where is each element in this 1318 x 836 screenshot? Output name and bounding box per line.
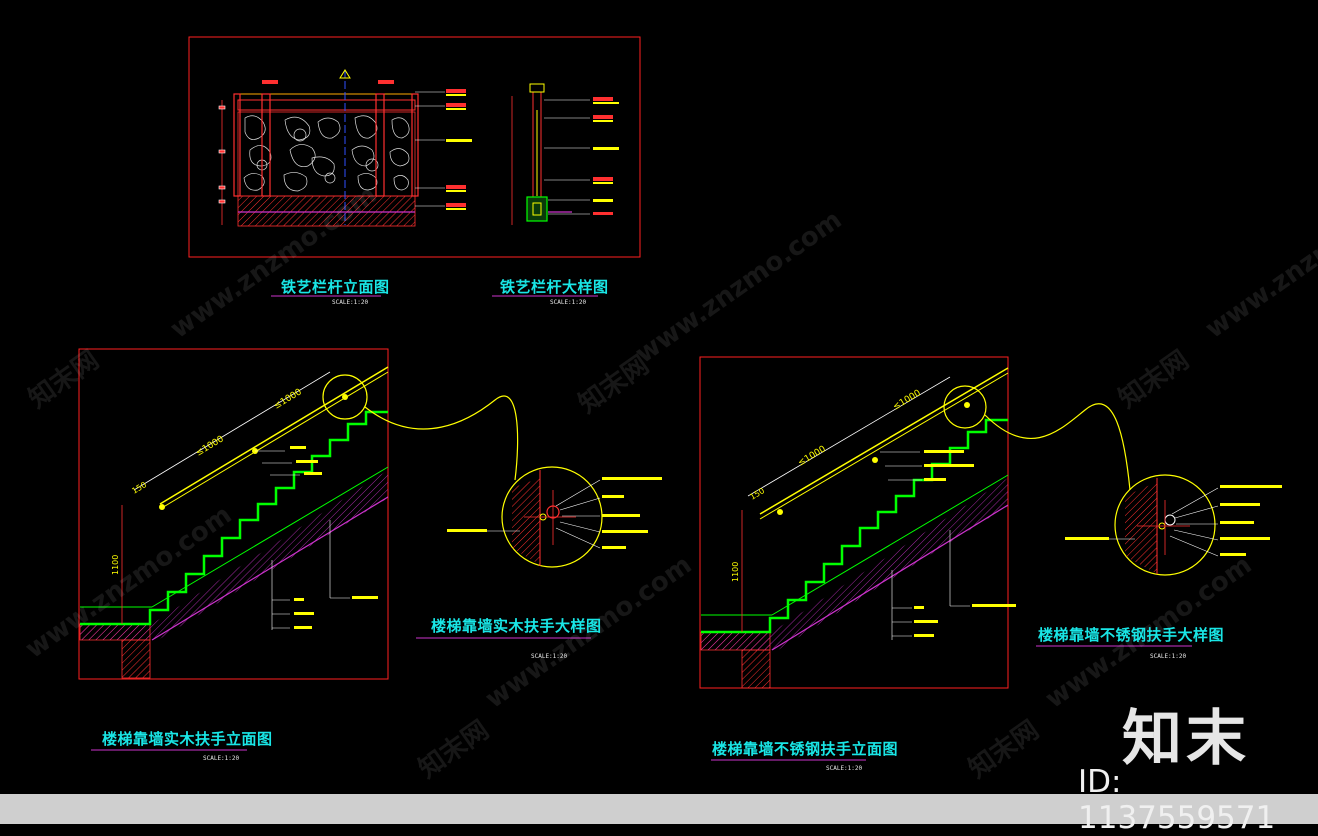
title-underlines [91, 295, 1192, 761]
wood-handrail-frame [78, 348, 389, 680]
scale-iron-railing-detail: SCALE:1:20 [550, 299, 587, 306]
iron-railing-detail-drawing [511, 83, 619, 225]
steel-handrail-frame [699, 356, 1009, 689]
title-iron-railing-detail: 铁艺栏杆大样图 [500, 278, 609, 296]
dim-steel-end: 150 [748, 486, 766, 502]
scale-wood-handrail-detail: SCALE:1:20 [531, 653, 568, 660]
title-iron-railing-elevation: 铁艺栏杆立面图 [281, 278, 390, 296]
iron-railing-sheet [188, 36, 641, 258]
dim-steel-seg1: ≤1000 [796, 444, 827, 468]
wood-detail-callout-circle [322, 374, 368, 420]
iron-railing-elevation-drawing [218, 69, 472, 227]
steel-detail-callout-circle [943, 385, 987, 429]
scale-steel-handrail-detail: SCALE:1:20 [1150, 653, 1187, 660]
dim-steel-height: 1100 [731, 562, 740, 582]
image-id-label: ID: 1137559571 [1078, 764, 1276, 836]
status-bar [0, 794, 1318, 824]
title-wood-handrail-detail: 楼梯靠墙实木扶手大样图 [431, 617, 602, 635]
steel-detail-circle [1065, 474, 1282, 576]
dim-wood-height: 1100 [111, 555, 120, 575]
dim-steel-seg2: ≤1000 [891, 388, 922, 412]
scale-steel-handrail-elevation: SCALE:1:20 [826, 765, 863, 772]
title-steel-handrail-detail: 楼梯靠墙不锈钢扶手大样图 [1038, 626, 1225, 644]
dim-wood-seg2: ≤1000 [272, 387, 303, 411]
dim-wood-seg1: ≤1000 [194, 434, 225, 458]
dim-wood-end: 150 [130, 480, 148, 496]
scale-wood-handrail-elevation: SCALE:1:20 [203, 755, 240, 762]
scale-iron-railing-elevation: SCALE:1:20 [332, 299, 369, 306]
wood-detail-circle [447, 466, 662, 568]
znzmo-logo: 知末 [1122, 704, 1250, 774]
title-steel-handrail-elevation: 楼梯靠墙不锈钢扶手立面图 [712, 740, 899, 758]
iron-railing-frame [188, 36, 641, 258]
title-wood-handrail-elevation: 楼梯靠墙实木扶手立面图 [102, 730, 273, 748]
